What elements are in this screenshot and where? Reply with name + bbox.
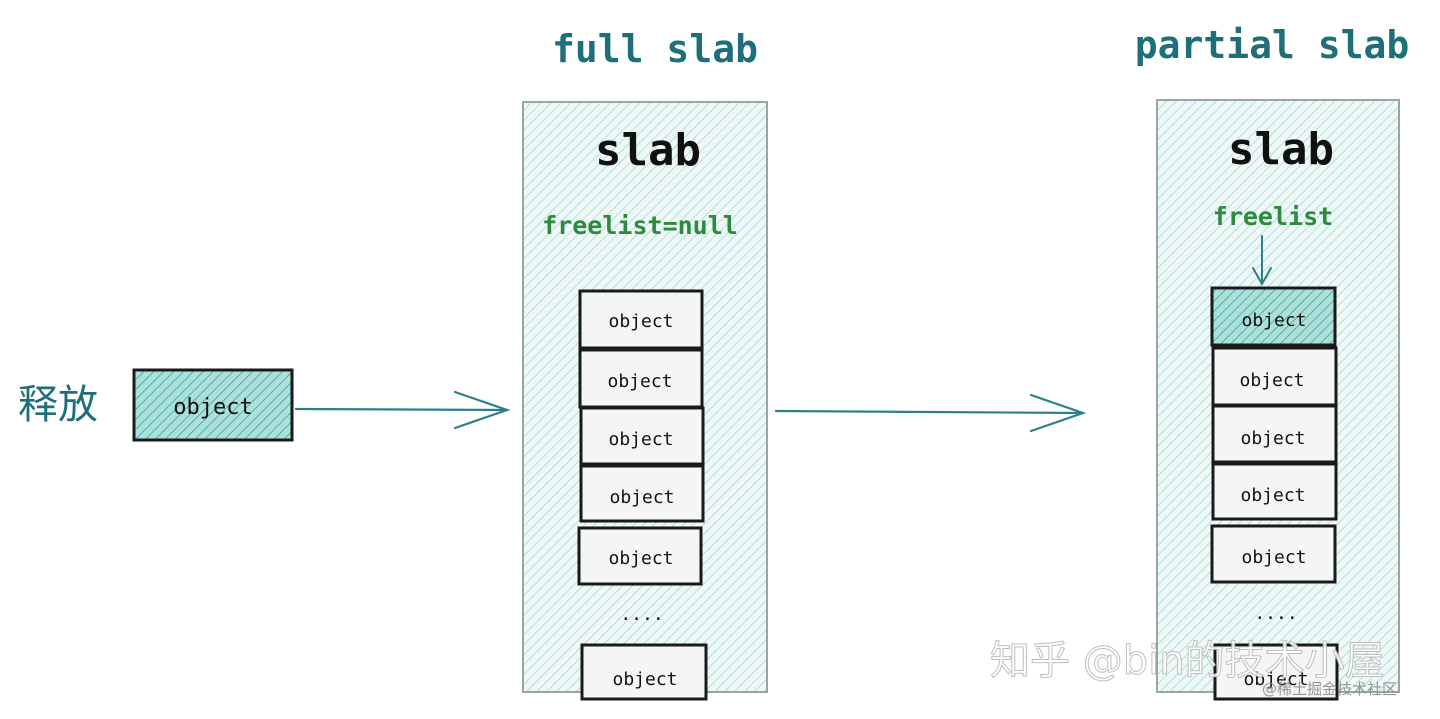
full-slab-title: slab	[595, 125, 701, 176]
full-slab-freelist: freelist=null	[542, 211, 738, 240]
partial-slab-object-label: object	[1239, 370, 1304, 391]
partial-slab-object-label: object	[1240, 428, 1305, 449]
full-slab-object-label: object	[607, 371, 672, 392]
partial-slab-last-object: object	[1213, 643, 1339, 701]
watermark-sub: @稀土掘金技术社区	[1262, 680, 1397, 698]
arrow-to-full-slab	[294, 390, 511, 430]
freelist-pointer-arrow	[1252, 235, 1272, 287]
partial-slab-object-label: object	[1243, 669, 1308, 690]
partial-slab-heading: partial slab	[1135, 23, 1410, 67]
released-object-label: object	[173, 395, 252, 420]
full-slab-last-object: object	[580, 643, 708, 701]
watermark-main: 知乎 @bin的技术小屋	[990, 638, 1385, 684]
partial-slab-object-label: object	[1241, 310, 1306, 331]
full-slab-heading: full slab	[552, 27, 758, 71]
full-slab-ellipsis: ....	[620, 604, 663, 625]
full-slab-object-2: object	[578, 348, 704, 409]
full-slab-object-label: object	[608, 429, 673, 450]
release-label: 释放	[18, 382, 98, 428]
partial-slab-title: slab	[1228, 124, 1334, 175]
partial-slab-freelist: freelist	[1213, 202, 1333, 231]
partial-slab-object-2: object	[1211, 346, 1338, 407]
released-object-box: object	[132, 368, 294, 442]
full-slab-object-4: object	[579, 464, 705, 523]
full-slab-object-label: object	[608, 548, 673, 569]
partial-slab-container: slab freelist object object object objec…	[1156, 99, 1400, 701]
partial-slab-ellipsis: ....	[1254, 603, 1297, 624]
partial-slab-object-4: object	[1211, 462, 1338, 521]
full-slab-container: slab freelist=null object object object …	[522, 101, 768, 701]
full-slab-object-5: object	[577, 526, 703, 586]
partial-slab-object-5: object	[1210, 524, 1337, 584]
full-slab-object-label: object	[612, 669, 677, 690]
full-slab-object-label: object	[609, 487, 674, 508]
partial-slab-object-label: object	[1240, 485, 1305, 506]
full-slab-object-1: object	[578, 289, 704, 350]
partial-slab-object-1: object	[1210, 286, 1337, 347]
full-slab-object-label: object	[608, 311, 673, 332]
partial-slab-object-3: object	[1211, 404, 1338, 464]
arrow-to-partial-slab	[774, 393, 1087, 433]
partial-slab-object-label: object	[1241, 547, 1306, 568]
full-slab-object-3: object	[579, 406, 705, 466]
